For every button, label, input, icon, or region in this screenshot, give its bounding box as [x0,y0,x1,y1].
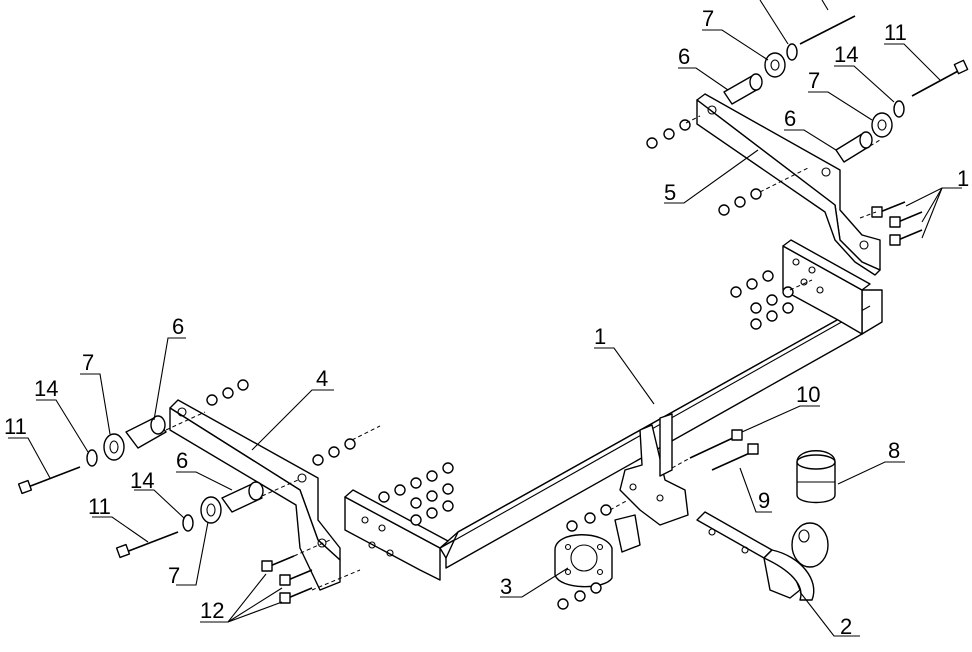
washer-14-right [893,100,905,118]
callout-14-right: 14 [834,42,858,67]
callout-10: 10 [796,382,820,407]
spacer-6-right-top [723,73,763,105]
center-bracket [614,413,689,553]
left-mounting-plate [344,489,449,581]
leader-lines [8,0,962,637]
callout-7-right-mid: 7 [808,68,820,93]
spacer-6-left-mid [221,481,264,513]
spacer-7-left-top [103,433,125,461]
callout-7-right-top: 7 [702,6,714,31]
ball-cover-part-8 [796,450,836,504]
callout-3: 3 [500,574,512,599]
bolt-11-right [911,59,969,97]
callout-6-left-top: 6 [172,314,184,339]
callout-6-right-mid: 6 [784,106,796,131]
bolts-group-right [871,201,923,246]
bolts-group-12 [261,555,313,604]
spacer-6-right-mid [835,131,873,163]
callout-4: 4 [316,366,328,391]
right-mounting-plate [782,239,871,335]
callout-2: 2 [840,614,852,639]
assembly-lines [165,115,881,591]
callout-9: 9 [758,488,770,513]
callout-12: 12 [200,598,224,623]
spacer-7-right-top [764,15,856,78]
bolt-11-left-top [17,466,81,495]
callout-14-left-top: 14 [34,376,58,401]
callout-11-right: 11 [884,20,907,45]
spacer-7-left-bottom [200,496,222,524]
nuts-washers [206,119,794,610]
spacer-7-right-mid [871,112,893,138]
socket-plate-part-3 [554,534,613,588]
callout-6-right-top: 6 [678,44,690,69]
callout-6-left-mid: 6 [176,448,188,473]
bolt-11-left-bottom [115,531,179,559]
callout-5: 5 [664,180,676,205]
callout-labels: 1 1 2 3 4 5 6 6 6 6 7 7 7 7 8 9 10 11 11… [4,6,969,639]
callout-14-left-bottom: 14 [130,468,154,493]
callout-1-bolts: 1 [957,166,969,191]
callout-11-left-bottom: 11 [88,494,111,519]
side-bracket-part-4 [169,399,341,591]
bolt-9 [711,443,759,471]
bolt-10 [689,429,743,459]
callout-8: 8 [888,438,900,463]
callout-7-left-top: 7 [82,350,94,375]
callout-1-main: 1 [594,324,606,349]
callout-7-left-bottom: 7 [168,563,180,588]
callout-11-left-top: 11 [4,414,27,439]
side-bracket-part-5 [696,93,881,276]
spacer-6-left-top [125,415,167,449]
washer-14-left-bottom [182,514,194,532]
ball-mount-part-2 [696,511,829,601]
washer-14-left-top [86,449,98,467]
